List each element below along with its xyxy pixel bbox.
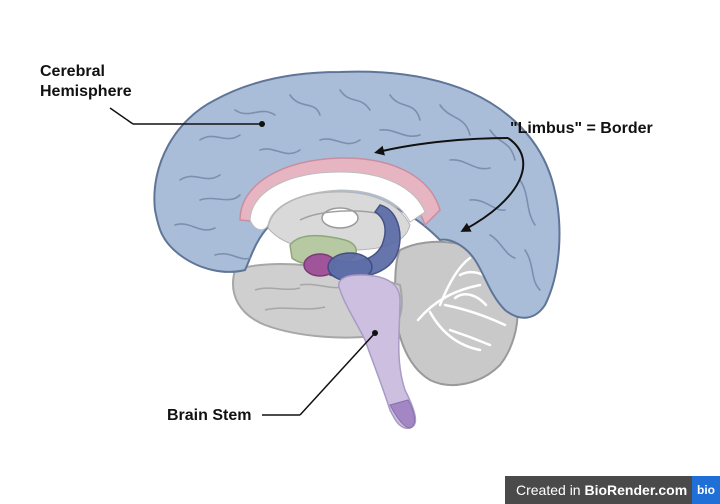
- cerebral-label-line2: Hemisphere: [40, 83, 132, 100]
- biorender-logo-icon: bio: [692, 476, 720, 504]
- corpus-callosum: [249, 171, 426, 231]
- leader-lines: [109, 107, 378, 416]
- brain-stem: [338, 274, 417, 429]
- cerebral-hemisphere-label: Cerebral Hemisphere: [40, 62, 132, 102]
- brain-stem-label: Brain Stem: [167, 407, 252, 424]
- cerebral-hemisphere-dot: [259, 121, 265, 127]
- brain-stem-leader-2: [299, 332, 376, 416]
- limbus-arrow-lower: [460, 137, 525, 232]
- brain-stem-lower: [389, 399, 415, 429]
- limbus-label: "Limbus" = Border: [510, 120, 653, 137]
- limbus-arrows: [374, 137, 525, 232]
- cerebral-hemisphere-leader: [109, 107, 134, 125]
- hippocampus: [329, 204, 401, 279]
- interthalamic-adhesion: [321, 207, 359, 229]
- limbus-arrow-upper: [374, 137, 509, 156]
- badge-prefix: Created in: [516, 482, 585, 498]
- cerebral-label-line1: Cerebral: [40, 63, 105, 80]
- brain-stem-dot: [372, 330, 378, 336]
- badge-text: Created in BioRender.com: [505, 482, 687, 498]
- biorender-badge[interactable]: Created in BioRender.com bio: [505, 476, 720, 504]
- badge-brand: BioRender.com: [584, 482, 688, 498]
- cortex-sulci: [174, 89, 541, 291]
